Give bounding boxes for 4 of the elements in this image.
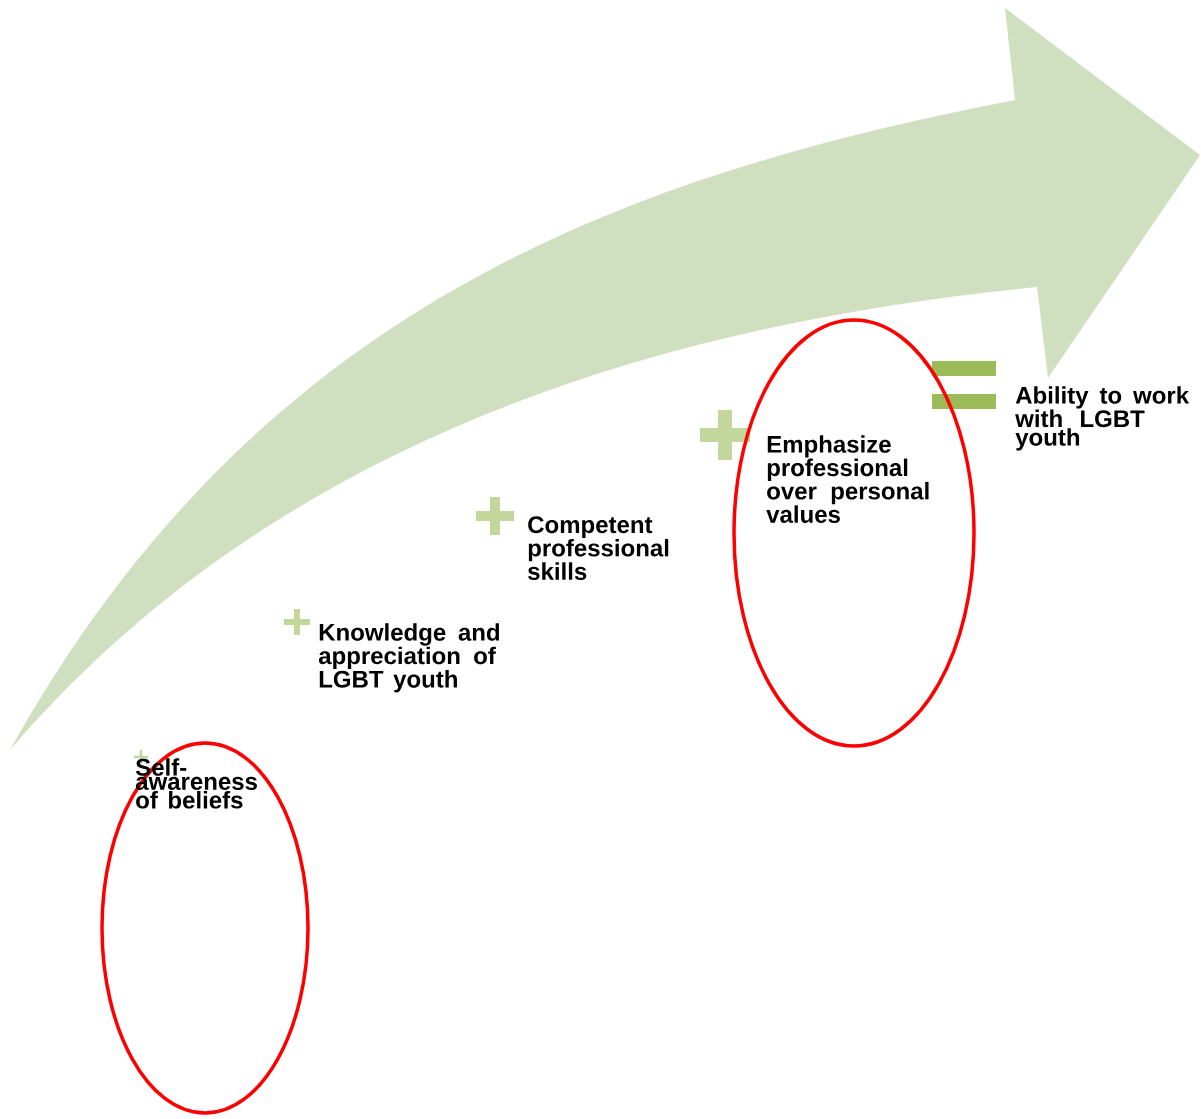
step-label: Competent professional skills xyxy=(528,516,669,580)
ellipse-callout: Emphasize professional over personal values xyxy=(732,318,976,748)
step-label: Knowledge and appreciation of LGBT youth xyxy=(318,623,499,693)
step-label: Ability to work with LGBT youth xyxy=(1015,386,1190,451)
